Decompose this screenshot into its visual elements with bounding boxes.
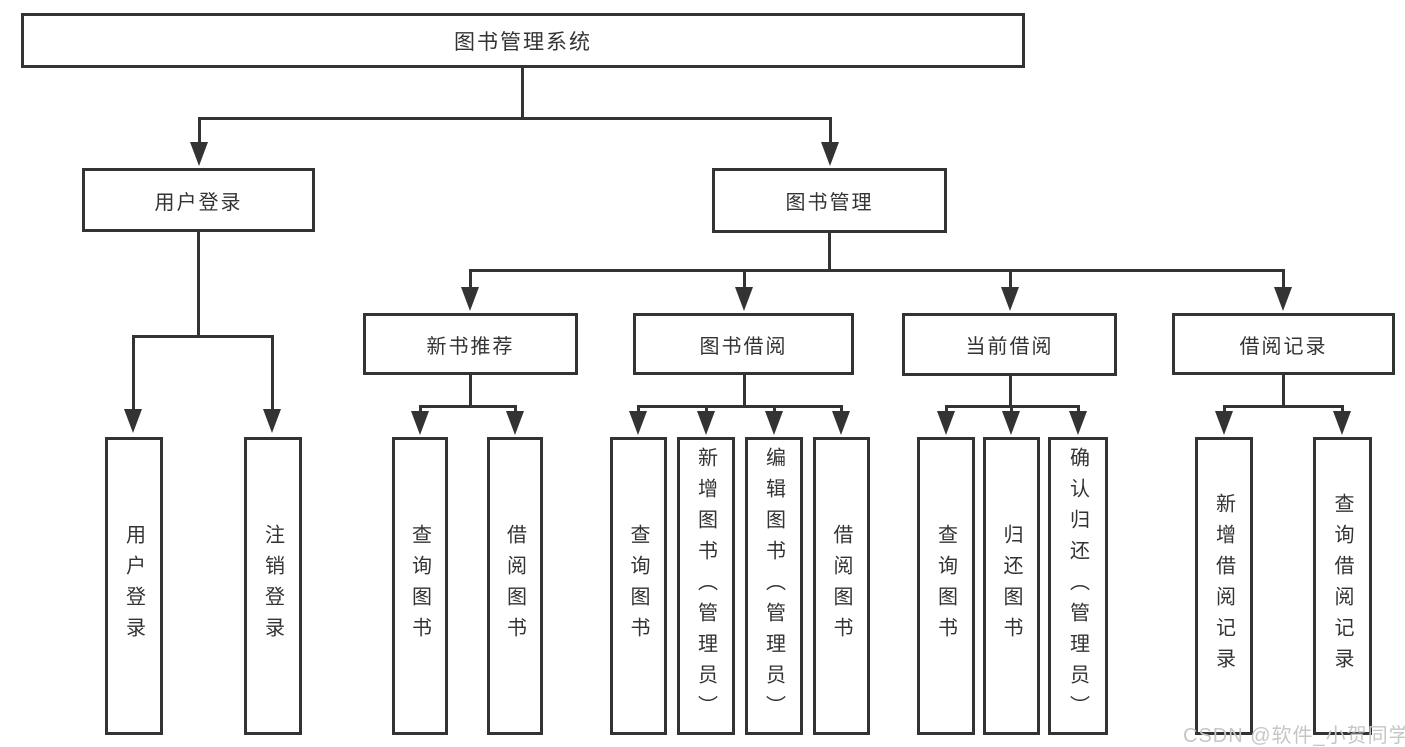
- node-user-login: 用户登录: [82, 168, 315, 232]
- connector-vline: [1009, 269, 1012, 295]
- connector-hline: [469, 269, 1285, 272]
- connector-hline: [419, 405, 516, 408]
- watermark-text: CSDN @软件_小贺同学: [1183, 725, 1405, 747]
- arrow-down-icon: [735, 287, 753, 311]
- node-new-book-recommendation: 新书推荐: [363, 313, 578, 375]
- leaf-borrow-books-1: 借阅图书: [487, 437, 543, 735]
- arrow-down-icon: [1333, 411, 1351, 435]
- connector-vline: [469, 269, 472, 295]
- leaf-label: 查询借阅记录: [1331, 493, 1353, 679]
- leaf-label: 查询图书: [408, 524, 431, 648]
- arrow-down-icon: [832, 411, 850, 435]
- connector-vline: [521, 68, 524, 120]
- arrow-down-icon: [506, 411, 524, 435]
- connector-vline: [743, 269, 746, 295]
- connector-vline: [1282, 375, 1285, 408]
- leaf-return-books: 归还图书: [983, 437, 1040, 735]
- connector-vline: [1282, 269, 1285, 295]
- leaf-label: 借阅图书: [830, 524, 852, 648]
- arrow-down-icon: [1274, 287, 1292, 311]
- connector-vline: [271, 335, 274, 415]
- arrow-down-icon: [1001, 287, 1019, 311]
- arrow-down-icon: [765, 411, 783, 435]
- leaf-label: 注销登录: [261, 524, 284, 648]
- node-book-management: 图书管理: [712, 168, 947, 233]
- arrow-down-icon: [190, 142, 208, 166]
- leaf-label: 用户登录: [122, 524, 145, 648]
- connector-vline: [828, 233, 831, 272]
- connector-vline: [132, 335, 135, 415]
- connector-vline: [743, 375, 746, 408]
- leaf-label: 新增图书（管理员）: [694, 446, 717, 726]
- connector-vline: [469, 375, 472, 408]
- node-library-management-system: 图书管理系统: [21, 13, 1025, 68]
- leaf-label: 借阅图书: [503, 524, 526, 648]
- connector-vline: [829, 117, 832, 148]
- node-book-borrowing: 图书借阅: [633, 313, 854, 375]
- leaf-label: 确认归还（管理员）: [1066, 446, 1089, 726]
- arrow-down-icon: [1215, 411, 1233, 435]
- arrow-down-icon: [629, 411, 647, 435]
- connector-vline: [1009, 375, 1012, 408]
- leaf-query-books-3: 查询图书: [917, 437, 975, 735]
- arrow-down-icon: [411, 411, 429, 435]
- arrow-down-icon: [937, 411, 955, 435]
- node-current-borrowing: 当前借阅: [902, 313, 1117, 376]
- leaf-user-login: 用户登录: [105, 437, 163, 735]
- arrow-down-icon: [1069, 411, 1087, 435]
- connector-hline: [637, 405, 842, 408]
- connector-vline: [197, 232, 200, 338]
- connector-hline: [198, 117, 832, 120]
- leaf-confirm-return-admin: 确认归还（管理员）: [1048, 437, 1108, 735]
- leaf-add-borrow-record: 新增借阅记录: [1195, 437, 1253, 735]
- leaf-edit-books-admin: 编辑图书（管理员）: [745, 437, 803, 735]
- leaf-query-books-2: 查询图书: [610, 437, 667, 735]
- connector-vline: [198, 117, 201, 148]
- node-borrowing-records: 借阅记录: [1172, 313, 1395, 375]
- connector-hline: [1223, 405, 1343, 408]
- leaf-label: 新增借阅记录: [1212, 493, 1235, 679]
- leaf-borrow-books-2: 借阅图书: [813, 437, 870, 735]
- arrow-down-icon: [697, 411, 715, 435]
- arrow-down-icon: [263, 409, 281, 433]
- connector-hline: [132, 335, 274, 338]
- arrow-down-icon: [461, 287, 479, 311]
- leaf-logout: 注销登录: [244, 437, 302, 735]
- leaf-query-borrow-record: 查询借阅记录: [1313, 437, 1372, 735]
- arrow-down-icon: [821, 142, 839, 166]
- leaf-label: 编辑图书（管理员）: [762, 446, 785, 726]
- arrow-down-icon: [124, 409, 142, 433]
- arrow-down-icon: [1002, 411, 1020, 435]
- leaf-label: 归还图书: [1000, 524, 1022, 648]
- leaf-label: 查询图书: [934, 524, 957, 648]
- leaf-query-books-1: 查询图书: [392, 437, 448, 735]
- leaf-label: 查询图书: [627, 524, 649, 648]
- leaf-add-books-admin: 新增图书（管理员）: [677, 437, 735, 735]
